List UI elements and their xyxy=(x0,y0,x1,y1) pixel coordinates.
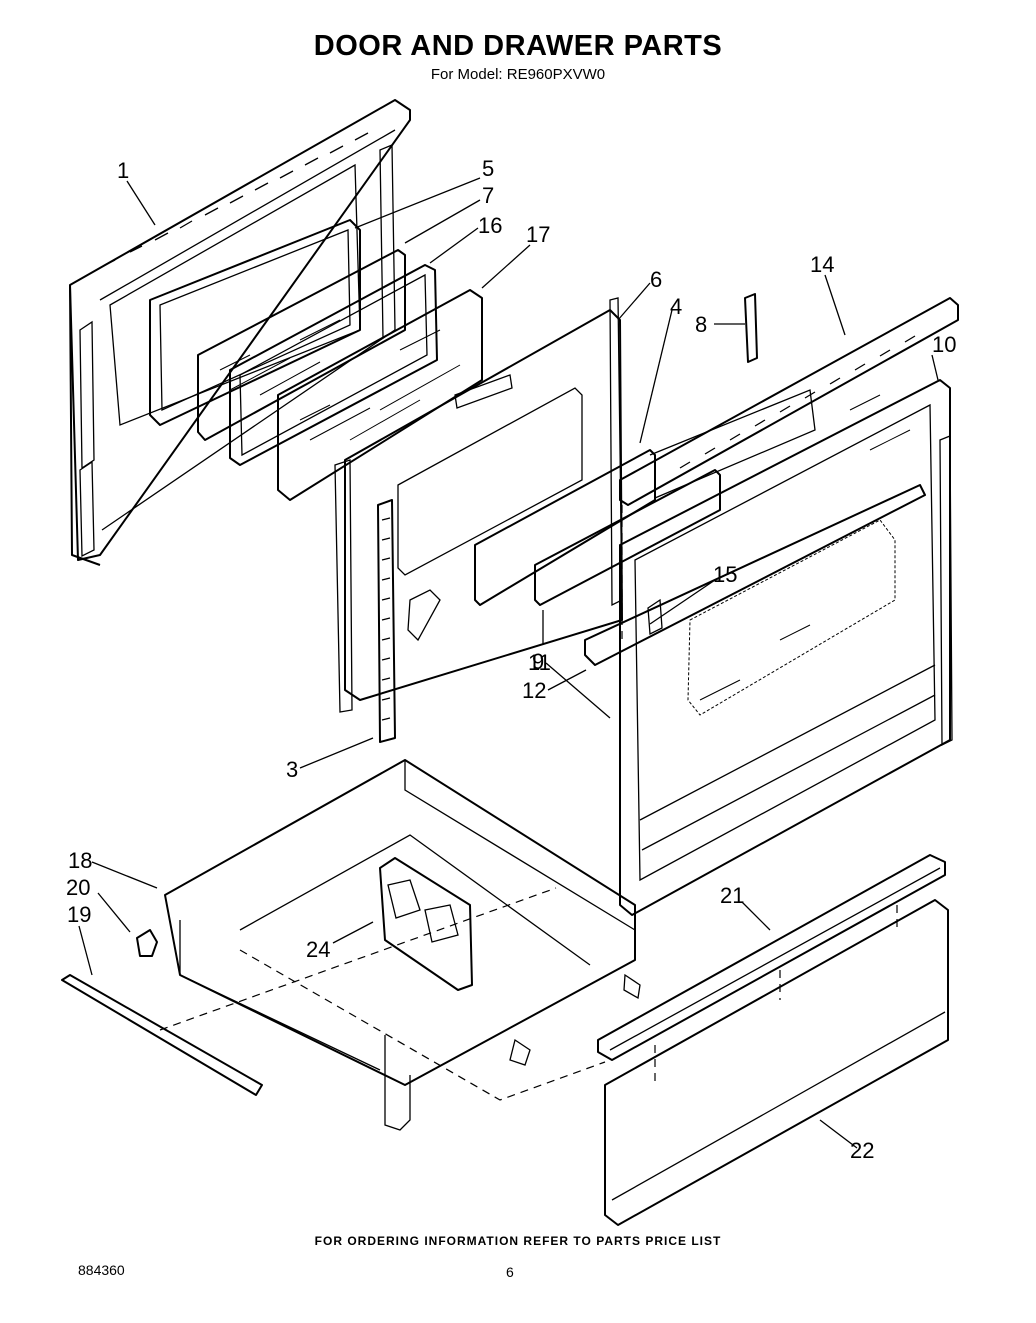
callout-1: 1 xyxy=(117,158,129,183)
ordering-note: FOR ORDERING INFORMATION REFER TO PARTS … xyxy=(314,1234,722,1248)
door-hinge-strip xyxy=(377,499,396,743)
door-handle xyxy=(584,484,926,666)
model-subtitle: For Model: RE960PXVW0 xyxy=(430,66,606,83)
callout-20: 20 xyxy=(66,875,90,900)
callout-6: 6 xyxy=(650,267,662,292)
bracket xyxy=(744,293,758,363)
callout-17: 17 xyxy=(526,222,550,247)
callout-15: 15 xyxy=(713,562,737,587)
leader-lines xyxy=(78,177,939,1149)
drawer-rail xyxy=(61,974,263,1096)
drawer-body xyxy=(164,759,641,1131)
drawer-front-panel xyxy=(604,899,949,1226)
callout-24: 24 xyxy=(306,937,330,962)
callout-11: 11 xyxy=(528,650,551,675)
drawer-clip xyxy=(136,929,158,957)
callout-12: 12 xyxy=(522,678,546,703)
callout-4: 4 xyxy=(670,294,682,319)
oven-window-door xyxy=(619,379,953,916)
control-panel-trim xyxy=(619,297,959,506)
callout-8: 8 xyxy=(695,312,707,337)
page-title: DOOR AND DRAWER PARTS xyxy=(313,30,723,62)
callout-14: 14 xyxy=(810,252,834,277)
drawer-front-trim xyxy=(597,854,946,1061)
callout-10: 10 xyxy=(932,332,956,357)
assembly-lines xyxy=(159,505,898,1101)
page-number: 6 xyxy=(506,1264,514,1280)
door-liner-frame xyxy=(149,219,361,426)
outer-glass xyxy=(277,289,483,501)
document-number: 884360 xyxy=(78,1262,125,1278)
callout-7: 7 xyxy=(482,183,494,208)
callout-9: 9 xyxy=(532,649,544,674)
callout-labels: 1 5 7 16 17 6 4 8 14 10 15 11 12 9 3 18 … xyxy=(66,156,956,1163)
callout-18: 18 xyxy=(68,848,92,873)
callout-3: 3 xyxy=(286,757,298,782)
callout-16: 16 xyxy=(478,213,502,238)
inner-glass xyxy=(197,249,406,441)
callout-22: 22 xyxy=(850,1138,874,1163)
drawer-rear-bracket xyxy=(379,857,473,991)
callout-19: 19 xyxy=(67,902,91,927)
callout-5: 5 xyxy=(482,156,494,181)
callout-21: 21 xyxy=(720,883,744,908)
glass-frame-gasket xyxy=(229,264,438,466)
window-panel xyxy=(474,449,721,606)
